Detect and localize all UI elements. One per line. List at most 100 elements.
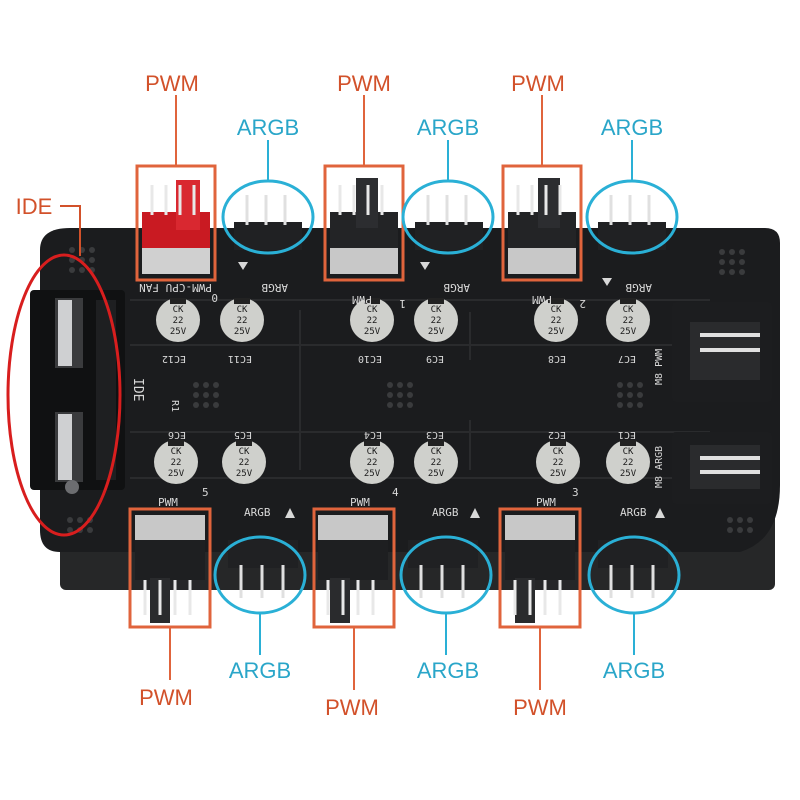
capacitor-ec2 [536, 440, 580, 484]
silk-r1: R1 [169, 400, 180, 412]
cap-value-ec9: 22 [431, 316, 442, 326]
silk-ec9: EC9 [426, 353, 444, 364]
argb-header-top-2 [598, 195, 666, 250]
cap-ck-ec2: CK [553, 447, 564, 457]
cap-value-ec12: 22 [173, 316, 184, 326]
silk-pwm-bottom-4: PWM [350, 496, 370, 509]
cap-value-ec7: 22 [623, 316, 634, 326]
vent-grid-center-right [617, 382, 643, 408]
pwm-header-top-0 [142, 180, 210, 274]
cap-value-ec2: 22 [553, 458, 564, 468]
silk-argb-top-2: ARGB [625, 281, 652, 294]
silk-pwm-bottom-3: PWM [536, 496, 556, 509]
argb-header-bottom-3 [598, 540, 668, 598]
pwm-header-top-1 [330, 178, 398, 274]
vent-grid-top-left [69, 247, 95, 273]
pwm-header-bottom-3 [505, 515, 575, 623]
silk-ide: IDE [130, 378, 145, 401]
pwm-header-bottom-5 [135, 515, 205, 623]
silk-ec8: EC8 [548, 353, 566, 364]
annotation-overlays [6, 95, 681, 690]
silk-ec1: EC1 [618, 429, 636, 440]
vent-grid-center [387, 382, 413, 408]
capacitor-ec11 [220, 298, 264, 342]
silk-ec6: EC6 [168, 429, 186, 440]
cap-ck-ec4: CK [367, 447, 378, 457]
argb-header-bottom-5 [228, 540, 298, 598]
cap-ck-ec6: CK [171, 447, 182, 457]
capacitor-ec1 [606, 440, 650, 484]
pwm-label-bottom-5: PWM [139, 685, 193, 710]
silk-ec3: EC3 [426, 429, 444, 440]
argb-label-bottom-3: ARGB [603, 658, 665, 683]
cap-voltage-ec2: 25V [550, 469, 567, 479]
argb-label-bottom-4: ARGB [417, 658, 479, 683]
pwm-label-top-1: PWM [337, 71, 391, 96]
cap-ck-ec1: CK [623, 447, 634, 457]
cap-value-ec5: 22 [239, 458, 250, 468]
capacitor-ec9 [414, 298, 458, 342]
silk-ec2: EC2 [548, 429, 566, 440]
m8-argb-connector [672, 432, 772, 504]
cap-voltage-ec6: 25V [168, 469, 185, 479]
cap-voltage-ec3: 25V [428, 469, 445, 479]
cap-value-ec4: 22 [367, 458, 378, 468]
capacitor-ec5 [222, 440, 266, 484]
cap-value-ec11: 22 [237, 316, 248, 326]
m8-pwm-connector [672, 302, 772, 402]
callout-labels: PWM PWM PWM ARGB ARGB ARGB IDE ARGB ARGB… [16, 71, 666, 720]
silk-ec11: EC11 [228, 353, 252, 364]
cap-ck-ec7: CK [623, 305, 634, 315]
silk-ec7: EC7 [618, 353, 636, 364]
pwm-header-top-2 [508, 178, 576, 274]
cap-voltage-ec10: 25V [364, 327, 381, 337]
ide-label: IDE [16, 194, 53, 219]
capacitor-ec10 [350, 298, 394, 342]
vent-grid-top-right [719, 249, 745, 275]
cap-value-ec3: 22 [431, 458, 442, 468]
cap-value-ec8: 22 [551, 316, 562, 326]
cap-voltage-ec5: 25V [236, 469, 253, 479]
cap-voltage-ec12: 25V [170, 327, 187, 337]
vent-grid-bottom-right [727, 517, 753, 533]
cap-voltage-ec9: 25V [428, 327, 445, 337]
cap-ck-ec11: CK [237, 305, 248, 315]
capacitor-ec4 [350, 440, 394, 484]
argb-arrow-markers [238, 262, 665, 518]
silkscreen-labels: PWM-CPU FAN 0 ARGB PWM 1 ARGB PWM 2 ARGB… [130, 281, 665, 519]
cap-value-ec1: 22 [623, 458, 634, 468]
silk-port-3: 3 [572, 486, 579, 499]
ide-highlight-ellipse [6, 253, 122, 537]
argb-label-top-0: ARGB [237, 115, 299, 140]
pwm-label-bottom-3: PWM [513, 695, 567, 720]
argb-header-top-0 [234, 195, 302, 250]
silk-ec4: EC4 [364, 429, 382, 440]
silk-pwm-bottom-5: PWM [158, 496, 178, 509]
cap-value-ec10: 22 [367, 316, 378, 326]
capacitor-ec7 [606, 298, 650, 342]
silk-argb-bottom-5: ARGB [244, 506, 271, 519]
capacitor-ec8 [534, 298, 578, 342]
argb-label-top-2: ARGB [601, 115, 663, 140]
silk-argb-top-1: ARGB [443, 281, 470, 294]
silk-ec12: EC12 [162, 353, 186, 364]
cap-ck-ec8: CK [551, 305, 562, 315]
silk-argb-bottom-3: ARGB [620, 506, 647, 519]
capacitor-markings: CK 22 25V CK 22 25V CK 22 25V CK 22 25V … [168, 305, 637, 479]
silk-port-4: 4 [392, 486, 399, 499]
silk-m8-argb: M8 ARGB [654, 446, 665, 488]
silk-port-5: 5 [202, 486, 209, 499]
vent-grid-bottom-left [67, 517, 93, 533]
vent-holes [67, 247, 753, 533]
cap-ck-ec12: CK [173, 305, 184, 315]
silk-pwm-cpu-fan: PWM-CPU FAN [139, 281, 212, 294]
cap-ck-ec3: CK [431, 447, 442, 457]
cap-value-ec6: 22 [171, 458, 182, 468]
pwm-label-top-0: PWM [145, 71, 199, 96]
silk-argb-bottom-4: ARGB [432, 506, 459, 519]
silk-m8-pwm: M8 PWM [654, 349, 665, 385]
pwm-label-top-2: PWM [511, 71, 565, 96]
cap-voltage-ec1: 25V [620, 469, 637, 479]
silk-port-1: 1 [399, 297, 406, 310]
silk-pwm-top-1: PWM [352, 293, 372, 306]
